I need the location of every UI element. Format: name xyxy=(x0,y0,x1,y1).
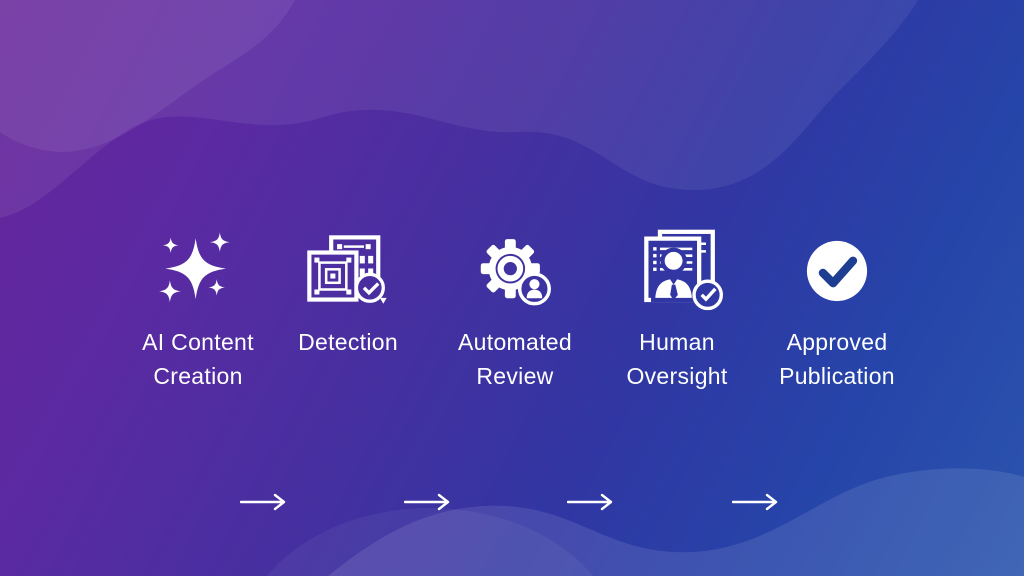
stage-label: Approved Publication xyxy=(779,325,895,393)
stage-label-line: AI Content xyxy=(142,329,254,355)
stage-label: Human Oversight xyxy=(626,325,727,393)
check-circle-icon xyxy=(806,240,868,302)
workflow-diagram: AI Content Creation xyxy=(0,225,1024,511)
stage-icon-box xyxy=(476,225,554,317)
arrow-right-icon xyxy=(404,493,450,511)
arrow-right-icon xyxy=(567,493,613,511)
stage-detection: Detection xyxy=(278,225,418,359)
stage-automated-review: Automated Review xyxy=(445,225,585,393)
stage-approved-publication: Approved Publication xyxy=(757,225,917,393)
stage-label-line: Automated xyxy=(458,329,572,355)
stage-icon-box xyxy=(631,225,723,317)
gear-user-icon xyxy=(476,236,554,306)
sparkles-icon xyxy=(159,232,230,303)
stage-icon-box xyxy=(158,225,238,317)
document-scan-check-icon xyxy=(306,234,390,308)
stage-icon-box xyxy=(306,225,390,317)
arrow-right-icon xyxy=(240,493,286,511)
background-blob-top-wave xyxy=(0,0,918,218)
stage-label-line: Approved xyxy=(786,329,888,355)
stage-label-line: Detection xyxy=(298,329,398,355)
stage-ai-content-creation: AI Content Creation xyxy=(128,225,268,393)
stage-label-line: Publication xyxy=(779,363,895,389)
arrow-right-icon xyxy=(732,493,778,511)
stage-icon-box xyxy=(805,225,869,317)
stage-label: Automated Review xyxy=(458,325,572,393)
background-blob-bottom-center xyxy=(267,508,593,576)
stage-label-line: Human xyxy=(639,329,715,355)
background-blob-bottom-wave xyxy=(328,468,1024,576)
stage-label-line: Oversight xyxy=(626,363,728,389)
stage-label: AI Content Creation xyxy=(142,325,254,393)
reviewer-documents-check-icon xyxy=(631,228,723,314)
stage-label: Detection xyxy=(298,325,398,359)
stage-human-oversight: Human Oversight xyxy=(607,225,747,393)
stage-label-line: Creation xyxy=(153,363,243,389)
stage-label-line: Review xyxy=(476,363,554,389)
background-blob-top-left-corner xyxy=(0,0,295,152)
